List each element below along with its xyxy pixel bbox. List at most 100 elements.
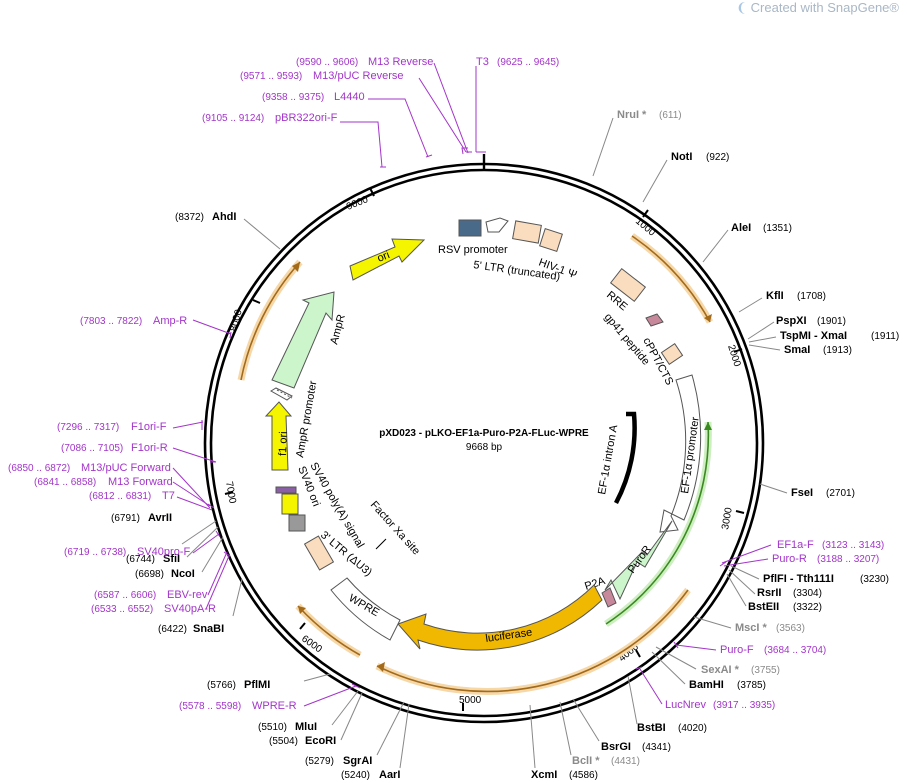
primer-position: (6841 .. 6858)	[34, 477, 96, 488]
primer-position: (6587 .. 6606)	[94, 590, 156, 601]
sv40-ori-feature	[281, 493, 299, 515]
site-name[interactable]: XcmI	[531, 769, 557, 781]
site-name[interactable]: BclI *	[572, 755, 600, 767]
site-name[interactable]: AleI	[731, 222, 751, 234]
site-position: (5504)	[269, 736, 298, 747]
site-name[interactable]: PflFI - Tth111I	[763, 573, 834, 585]
factor-xa-marker	[375, 538, 387, 550]
site-name[interactable]: EcoRI	[305, 735, 336, 747]
map-length: 9668 bp	[466, 442, 503, 453]
primer-name[interactable]: Amp-R	[153, 315, 187, 327]
site-name[interactable]: MscI *	[735, 622, 768, 634]
primer-name[interactable]: Puro-R	[772, 553, 807, 565]
site-name[interactable]: BstBI	[637, 722, 666, 734]
primer-name[interactable]: WPRE-R	[252, 700, 297, 712]
primer-position: (7086 .. 7105)	[61, 443, 123, 454]
site-position: (3304)	[793, 588, 822, 599]
primer-name[interactable]: T3	[476, 56, 489, 68]
hiv-psi-feature	[539, 228, 563, 252]
site-position: (5766)	[207, 680, 236, 691]
rsv-promoter-label: RSV promoter	[438, 244, 508, 256]
primer-name[interactable]: M13/pUC Reverse	[313, 70, 403, 82]
primer-position: (6533 .. 6552)	[91, 604, 153, 615]
primer-name[interactable]: F1ori-F	[131, 421, 167, 433]
site-name[interactable]: SexAI *	[701, 664, 740, 676]
f1-ori-label: f1 ori	[277, 431, 290, 456]
primer-name[interactable]: L4440	[334, 91, 365, 103]
site-name[interactable]: FseI	[791, 487, 813, 499]
tick-label: 7000	[223, 481, 238, 505]
ampr-promoter-feature	[270, 387, 293, 401]
site-position: (5279)	[305, 756, 334, 767]
site-name[interactable]: BsrGI	[601, 741, 631, 753]
site-position: (5240)	[341, 770, 370, 781]
cppt-feature	[660, 343, 684, 365]
ori-feature	[349, 238, 426, 281]
rsv-promoter-feature	[485, 217, 509, 233]
site-name[interactable]: AvrII	[148, 512, 172, 524]
primer-position: (6850 .. 6872)	[8, 463, 70, 474]
site-name[interactable]: AhdI	[212, 211, 236, 223]
site-position: (4341)	[642, 742, 671, 753]
site-position: (4020)	[678, 723, 707, 734]
primer-name[interactable]: SV40pro-F	[137, 546, 190, 558]
site-name[interactable]: TspMI - XmaI	[780, 330, 847, 342]
site-position: (4431)	[611, 756, 640, 767]
site-name[interactable]: BamHI	[689, 679, 724, 691]
ef1a-intron-label: EF-1α intron A	[596, 423, 620, 495]
primer-position: (9625 .. 9645)	[497, 57, 559, 68]
tick-label: 6000	[299, 633, 324, 655]
primer-name[interactable]: LucNrev	[665, 699, 706, 711]
sv40-polya-feature	[288, 514, 306, 532]
site-name[interactable]: NotI	[671, 151, 692, 163]
site-name[interactable]: BstEII	[748, 601, 779, 613]
annotation-arcs	[237, 233, 714, 695]
snapgene-watermark: ❨ Created with SnapGene®	[736, 0, 899, 15]
site-name[interactable]: PspXI	[776, 315, 807, 327]
primer-name[interactable]: SV40pA-R	[164, 603, 216, 615]
site-position: (2701)	[826, 488, 855, 499]
site-name[interactable]: NcoI	[171, 568, 195, 580]
site-name[interactable]: KflI	[766, 290, 784, 302]
tick-label: 8000	[228, 308, 244, 333]
tick-marks	[224, 187, 745, 711]
site-position: (4586)	[569, 770, 598, 781]
primer-name[interactable]: EF1a-F	[777, 539, 814, 551]
restriction-sites: NruI * (611) NotI (922) AleI (1351) KflI…	[111, 109, 899, 781]
site-position: (8372)	[175, 212, 204, 223]
gp41-feature	[645, 313, 664, 327]
primer-name[interactable]: F1ori-R	[131, 442, 168, 454]
primer-name[interactable]: M13/pUC Forward	[81, 462, 171, 474]
site-name[interactable]: AarI	[379, 769, 400, 781]
site-name[interactable]: SfiI	[163, 553, 180, 565]
site-name[interactable]: RsrII	[757, 587, 781, 599]
site-name[interactable]: SnaBI	[193, 623, 224, 635]
primer-name[interactable]: M13 Reverse	[368, 56, 433, 68]
luciferase-feature	[397, 584, 603, 651]
primer-position: (7296 .. 7317)	[57, 422, 119, 433]
site-name[interactable]: SmaI	[784, 344, 810, 356]
sv40-small-feature	[275, 486, 297, 494]
primer-position: (9571 .. 9593)	[240, 71, 302, 82]
primer-name[interactable]: Puro-F	[720, 644, 754, 656]
primer-position: (3188 .. 3207)	[817, 554, 879, 565]
site-position: (6422)	[158, 624, 187, 635]
primer-name[interactable]: M13 Forward	[108, 476, 173, 488]
site-name[interactable]: PflMI	[244, 679, 270, 691]
primer-name[interactable]: T7	[162, 490, 175, 502]
site-name[interactable]: SgrAI	[343, 755, 372, 767]
rsv-boxes	[458, 219, 482, 237]
tick-label: 3000	[720, 506, 735, 530]
primer-name[interactable]: pBR322ori-F	[275, 112, 338, 124]
primer-name[interactable]: EBV-rev	[167, 589, 208, 601]
site-name[interactable]: NruI *	[617, 109, 647, 121]
site-position: (3230)	[860, 574, 889, 585]
site-position: (6744)	[126, 554, 155, 565]
site-position: (611)	[659, 110, 682, 121]
site-name[interactable]: MluI	[295, 721, 317, 733]
map-title: pXD023 - pLKO-EF1a-Puro-P2A-FLuc-WPRE	[379, 428, 589, 439]
site-position: (3563)	[776, 623, 805, 634]
rre-feature	[609, 267, 647, 303]
primer-position: (3684 .. 3704)	[764, 645, 826, 656]
